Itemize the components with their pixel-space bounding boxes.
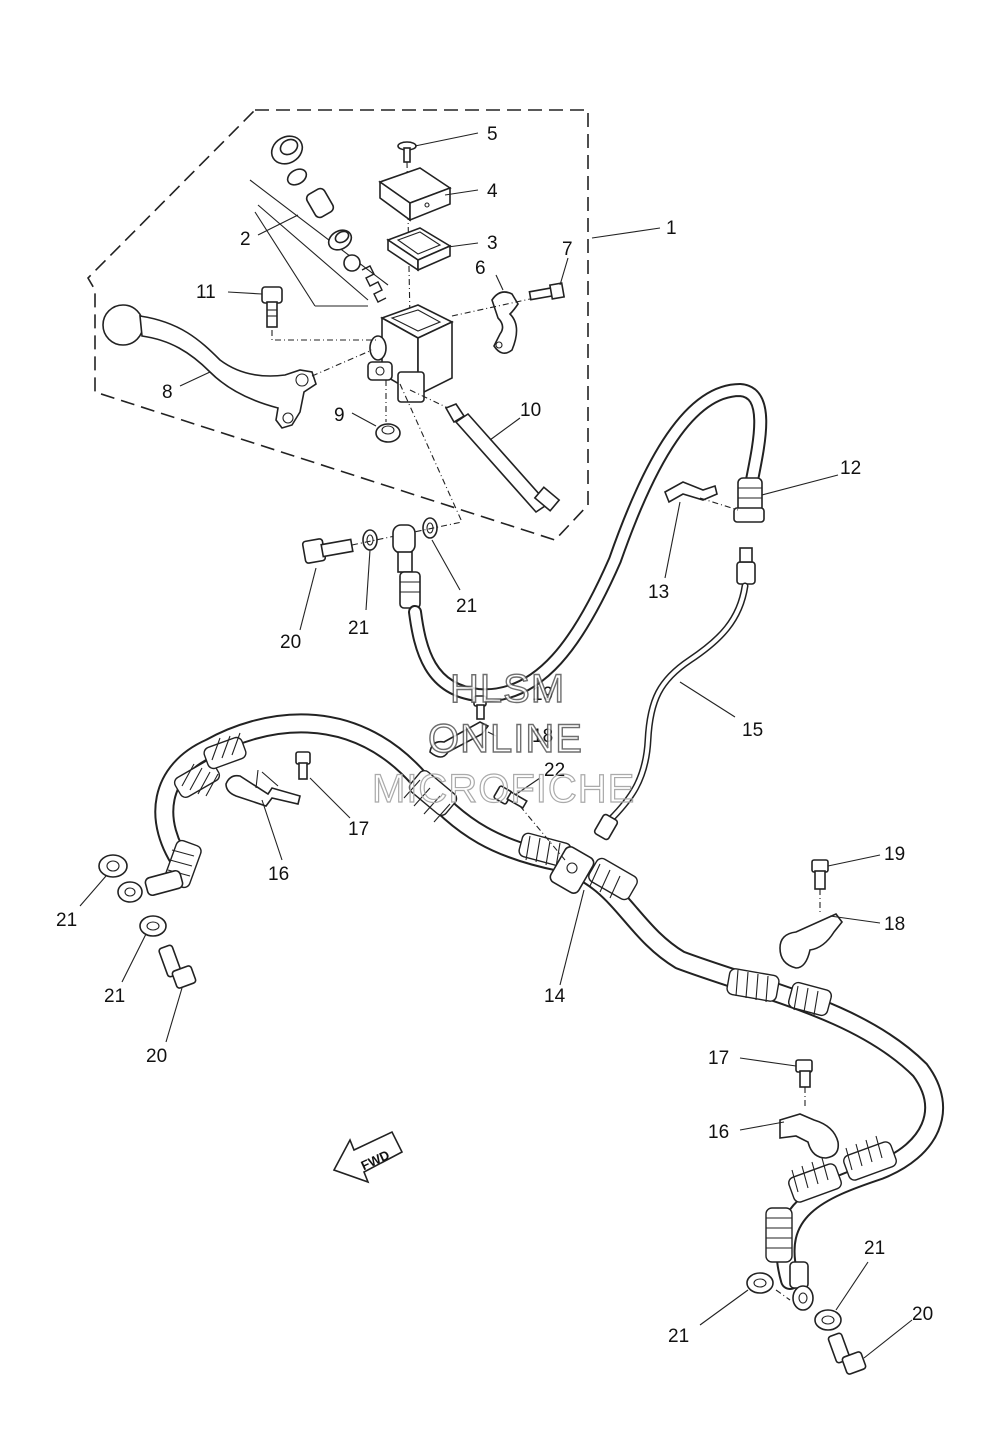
callout-7: 7: [562, 239, 573, 260]
copper-washer-part: [362, 529, 378, 551]
watermark-line-2: ONLINE: [428, 717, 583, 761]
copper-washer-part: [98, 854, 128, 878]
callout-2: 2: [240, 229, 251, 250]
lower-left-fittings: [98, 854, 197, 989]
hose-clamp-part: [779, 1113, 840, 1159]
pipe-flare-nut-part: [593, 813, 619, 841]
master-cylinder-assembly: [102, 135, 566, 523]
callout-19b: 19: [884, 844, 905, 865]
callout-16a: 16: [268, 864, 289, 885]
circlip-part: [286, 168, 308, 186]
callout-20a: 20: [280, 632, 301, 653]
forward-direction-arrow: FWD: [332, 1130, 404, 1184]
callout-1: 1: [666, 218, 677, 239]
callout-18a: 18: [532, 726, 553, 747]
watermark: HLSM ONLINE MICROFICHE: [371, 666, 635, 811]
union-bolt-part: [301, 538, 354, 564]
pipe-flare-nut-part: [736, 547, 756, 585]
hose-joint-part: [549, 846, 595, 894]
callout-16b: 16: [708, 1122, 729, 1143]
brake-switch-part: [409, 389, 561, 514]
spring-part: [361, 265, 387, 303]
brake-lever-part: [102, 304, 317, 429]
callout-15: 15: [742, 720, 763, 741]
callout-20b: 20: [146, 1046, 167, 1067]
lever-pivot-bolt-part: [261, 286, 283, 328]
hose-protector-part: [765, 1207, 793, 1263]
callout-4: 4: [487, 181, 498, 202]
master-cylinder-body-part: [367, 304, 454, 403]
callout-9: 9: [334, 405, 345, 426]
clamp-bolt-part: [795, 1059, 813, 1108]
copper-washer-part: [422, 517, 438, 539]
callout-20c: 20: [912, 1304, 933, 1325]
copper-washer-part: [814, 1309, 842, 1331]
callout-21d: 21: [104, 986, 125, 1007]
copper-washer-part: [746, 1272, 774, 1294]
holder-bolt-part: [528, 282, 566, 301]
piston-cup-part: [327, 229, 353, 251]
callout-5: 5: [487, 124, 498, 145]
upper-banjo-fittings: [301, 517, 463, 609]
callout-labels: 1 2 3 4 5 6 7 8 9 10 11 12 13 14 15 16 1…: [56, 124, 933, 1347]
master-cylinder-assembly-boundary: [86, 109, 589, 541]
lower-brake-hose: [117, 713, 945, 1311]
hose-protector-part: [173, 732, 247, 799]
copper-washer-part: [139, 915, 167, 937]
upper-hose-banjo-part: [392, 524, 421, 609]
callout-13: 13: [648, 582, 669, 603]
callout-17b: 17: [708, 1048, 729, 1069]
callout-21a: 21: [348, 618, 369, 639]
callout-10: 10: [520, 400, 541, 421]
holder-part: [491, 291, 519, 354]
hose-clamp-part: [429, 721, 490, 758]
brake-pipe: [593, 547, 756, 841]
callout-14: 14: [544, 986, 566, 1007]
callout-17a: 17: [348, 819, 369, 840]
right-banjo-part: [789, 1261, 814, 1311]
callout-19a: 19: [532, 684, 553, 705]
union-bolt-part: [158, 944, 197, 989]
hose-clamp-part: [225, 769, 301, 807]
dust-boot-part: [270, 135, 304, 165]
hose-clip-part: [663, 481, 739, 511]
hose-protector-part: [788, 1135, 897, 1203]
callout-21c: 21: [56, 910, 77, 931]
callout-11: 11: [196, 282, 216, 303]
diaphragm-part: [386, 227, 452, 272]
hose-protector-part: [726, 968, 833, 1017]
left-banjo-part: [117, 869, 184, 903]
hose-protector-part: [403, 770, 458, 823]
callout-21b: 21: [456, 596, 477, 617]
hose-protector-part: [588, 857, 638, 901]
hose-joint-part: [733, 477, 765, 523]
union-bolt-part: [827, 1332, 867, 1375]
callout-3: 3: [487, 233, 498, 254]
cap-screw-part: [397, 141, 417, 163]
upper-brake-hose: [408, 382, 768, 703]
callout-22: 22: [544, 760, 565, 781]
callout-21e: 21: [864, 1238, 885, 1259]
lower-right-fittings: [746, 1272, 867, 1375]
joint-bolt-part: [493, 785, 566, 861]
spring-seat-part: [343, 254, 361, 272]
callout-8: 8: [162, 382, 173, 403]
reservoir-cap-part: [378, 167, 452, 222]
watermark-line-1: HLSM: [450, 667, 565, 711]
clamp-bolt-part: [295, 751, 311, 780]
piston-part: [305, 187, 335, 219]
clamp-bolt-part: [473, 695, 487, 720]
callout-6: 6: [475, 258, 486, 279]
hose-clamp-part: [779, 913, 844, 969]
lever-nut-part: [375, 423, 401, 443]
callout-12: 12: [840, 458, 861, 479]
callout-21f: 21: [668, 1326, 689, 1347]
watermark-line-3: MICROFICHE: [372, 767, 635, 811]
clamp-bolt-part: [811, 859, 829, 914]
callout-leader-lines: [79, 132, 913, 1359]
callout-18b: 18: [884, 914, 905, 935]
